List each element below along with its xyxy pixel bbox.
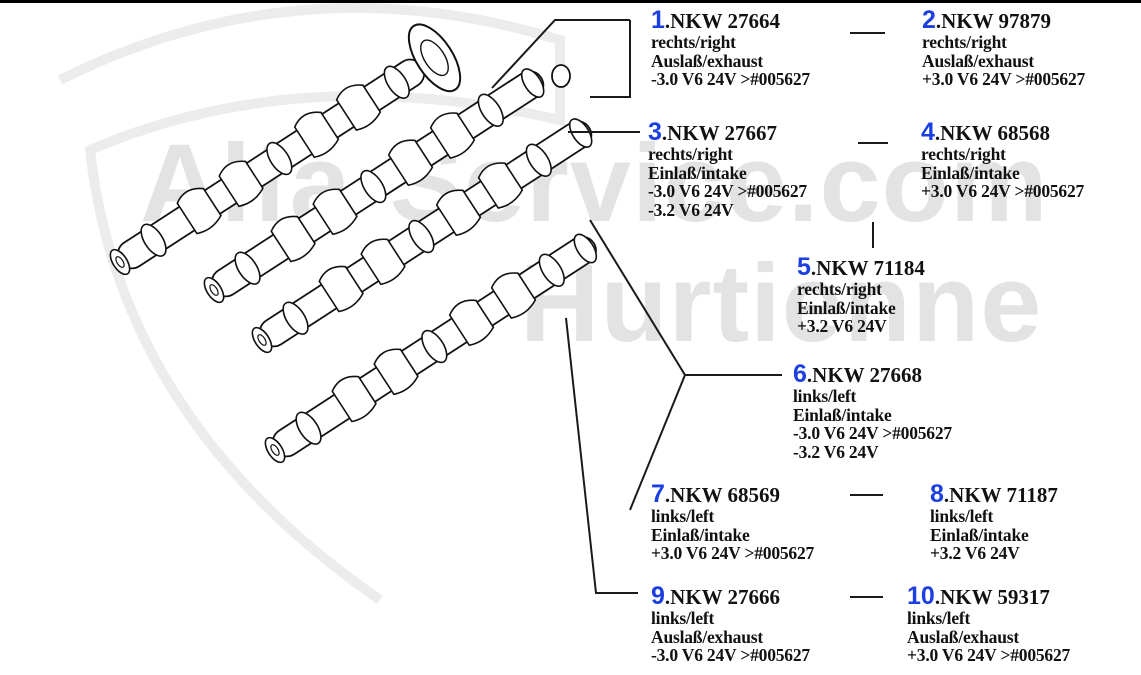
part-label-8: 8. NKW 71187 links/left Einlaß/intake +3… (930, 482, 1058, 563)
part-9-side: links/left (651, 610, 810, 628)
part-8-type: Einlaß/intake (930, 527, 1058, 545)
part-7-side: links/left (651, 508, 814, 526)
part-number-2: 2 (922, 8, 936, 33)
part-label-4: 4. NKW 68568 rechts/right Einlaß/intake … (921, 120, 1084, 201)
part-1-engine: -3.0 V6 24V >#005627 (651, 71, 810, 89)
part-code-10: NKW 59317 (940, 587, 1050, 608)
part-label-9: 9. NKW 27666 links/left Auslaß/exhaust -… (651, 584, 810, 665)
part-5-side: rechts/right (797, 281, 925, 299)
part-9-type: Auslaß/exhaust (651, 629, 810, 647)
part-number-1: 1 (651, 8, 665, 33)
part-8-engine: +3.2 V6 24V (930, 545, 1058, 563)
part-6-engine-2: -3.2 V6 24V (793, 444, 952, 462)
part-4-side: rechts/right (921, 146, 1084, 164)
part-code-5: NKW 71184 (816, 258, 925, 279)
part-7-engine: +3.0 V6 24V >#005627 (651, 545, 814, 563)
part-5-engine: +3.2 V6 24V (797, 318, 925, 336)
part-6-type: Einlaß/intake (793, 407, 952, 425)
part-label-3: 3. NKW 27667 rechts/right Einlaß/intake … (648, 120, 807, 219)
part-number-7: 7 (651, 482, 665, 507)
part-2-side: rechts/right (922, 34, 1085, 52)
part-label-6: 6. NKW 27668 links/left Einlaß/intake -3… (793, 362, 952, 461)
part-number-8: 8 (930, 482, 944, 507)
part-6-side: links/left (793, 388, 952, 406)
part-number-3: 3 (648, 120, 662, 145)
part-code-1: NKW 27664 (670, 11, 780, 32)
part-3-engine-2: -3.2 V6 24V (648, 202, 807, 220)
part-8-side: links/left (930, 508, 1058, 526)
part-1-side: rechts/right (651, 34, 810, 52)
part-5-type: Einlaß/intake (797, 300, 925, 318)
part-label-1: 1. NKW 27664 rechts/right Auslaß/exhaust… (651, 8, 810, 89)
part-10-type: Auslaß/exhaust (907, 629, 1070, 647)
part-7-type: Einlaß/intake (651, 527, 814, 545)
part-code-9: NKW 27666 (670, 587, 780, 608)
part-code-7: NKW 68569 (670, 485, 780, 506)
part-number-4: 4 (921, 120, 935, 145)
part-code-2: NKW 97879 (941, 11, 1051, 32)
part-code-3: NKW 27667 (667, 123, 777, 144)
part-3-engine: -3.0 V6 24V >#005627 (648, 183, 807, 201)
part-number-5: 5 (797, 255, 811, 280)
part-code-6: NKW 27668 (812, 365, 922, 386)
part-1-type: Auslaß/exhaust (651, 53, 810, 71)
leader-6 (590, 220, 782, 375)
part-3-type: Einlaß/intake (648, 165, 807, 183)
part-9-engine: -3.0 V6 24V >#005627 (651, 647, 810, 665)
part-number-9: 9 (651, 584, 665, 609)
part-2-engine: +3.0 V6 24V >#005627 (922, 71, 1085, 89)
part-number-10: 10 (907, 584, 935, 609)
part-3-side: rechts/right (648, 146, 807, 164)
part-label-5: 5. NKW 71184 rechts/right Einlaß/intake … (797, 255, 925, 336)
part-code-8: NKW 71187 (949, 485, 1058, 506)
part-10-side: links/left (907, 610, 1070, 628)
part-code-4: NKW 68568 (940, 123, 1050, 144)
leader-1-bracket (590, 20, 630, 97)
part-4-engine: +3.0 V6 24V >#005627 (921, 183, 1084, 201)
camshaft-4 (257, 224, 605, 471)
part-2-type: Auslaß/exhaust (922, 53, 1085, 71)
part-6-engine: -3.0 V6 24V >#005627 (793, 425, 952, 443)
part-number-6: 6 (793, 362, 807, 387)
part-label-2: 2. NKW 97879 rechts/right Auslaß/exhaust… (922, 8, 1085, 89)
leader-9 (566, 318, 638, 593)
part-10-engine: +3.0 V6 24V >#005627 (907, 647, 1070, 665)
part-4-type: Einlaß/intake (921, 165, 1084, 183)
nut (552, 65, 570, 87)
part-label-10: 10. NKW 59317 links/left Auslaß/exhaust … (907, 584, 1070, 665)
part-label-7: 7. NKW 68569 links/left Einlaß/intake +3… (651, 482, 814, 563)
